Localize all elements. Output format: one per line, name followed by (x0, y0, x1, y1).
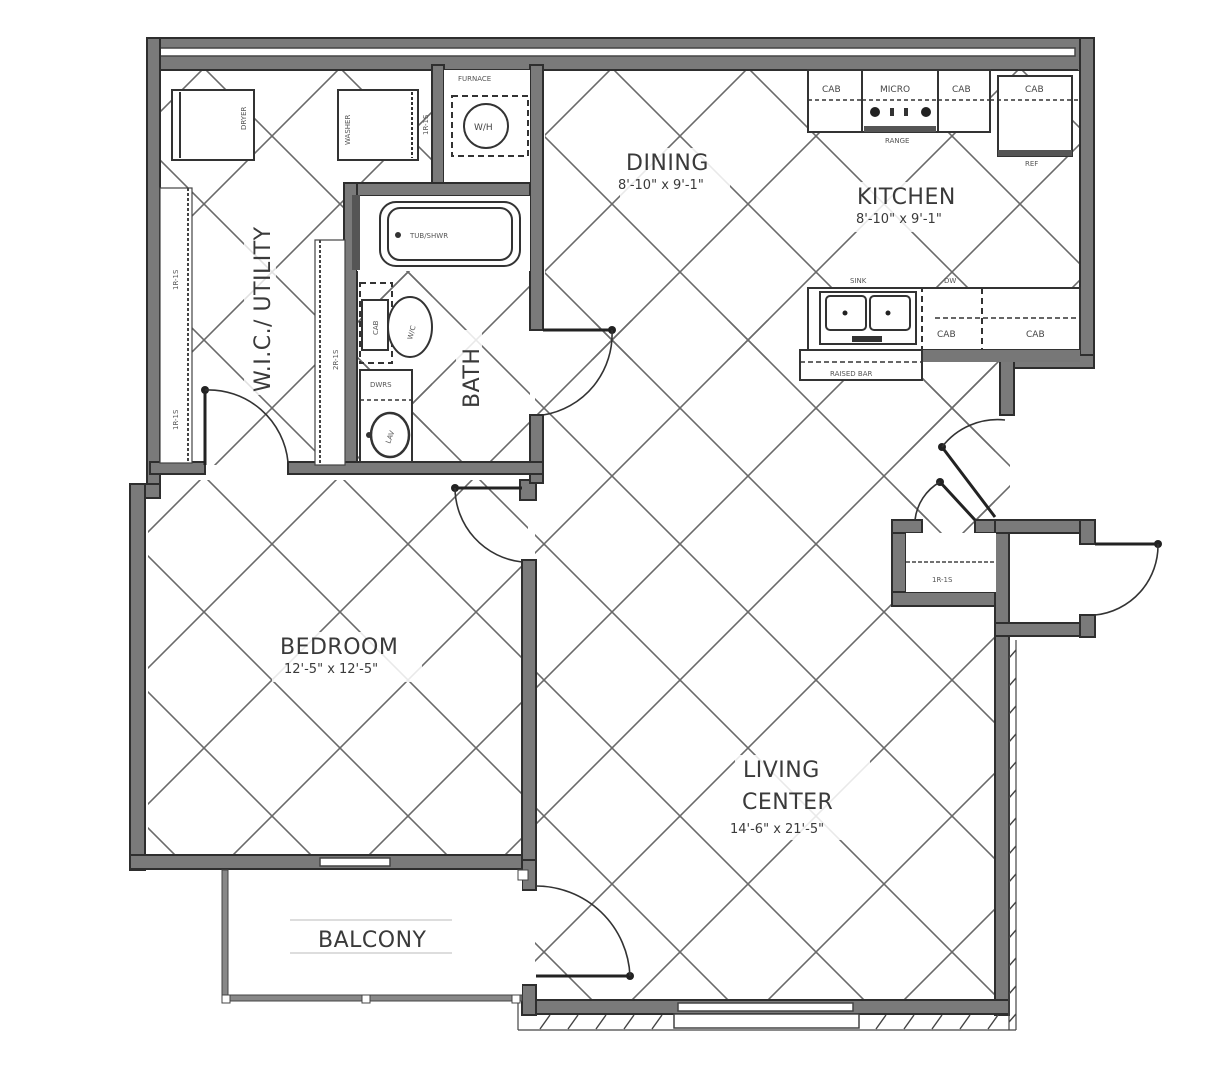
wic-fixtures: DRYER WASHER 1R-1S 1R-1S 1R-1S 2R-1S W.I… (159, 89, 430, 466)
raised-bar-label: RAISED BAR (830, 370, 873, 378)
water-heater-label: W/H (474, 123, 493, 133)
doors (201, 326, 1162, 980)
dw-label: DW (944, 277, 956, 285)
cab-label: CAB (937, 330, 956, 340)
cab-label: CAB (952, 85, 971, 95)
room-dim-bedroom: 12'-5" x 12'-5" (284, 662, 378, 677)
room-name-bath: BATH (460, 348, 485, 408)
cab-label: CAB (1025, 85, 1044, 95)
room-name-dining: DINING (626, 151, 709, 176)
room-name-living-1: LIVING (743, 758, 820, 783)
washer-label: WASHER (344, 115, 352, 145)
room-dim-dining: 8'-10" x 9'-1" (618, 178, 704, 193)
dryer-label: DRYER (240, 106, 248, 130)
range-label: RANGE (885, 137, 909, 145)
room-name-living-2: CENTER (742, 790, 833, 815)
shelf-label: 2R-1S (332, 349, 340, 370)
bath-fixtures: TUB/SHWR CAB W/C DWRS LAV BATH (352, 195, 530, 463)
hatch-ticks (539, 649, 1017, 1030)
shelf-label: 1R-1S (172, 269, 180, 290)
room-dim-kitchen: 8'-10" x 9'-1" (856, 212, 942, 227)
cab-label: CAB (1026, 330, 1045, 340)
wc-label: W/C (406, 325, 417, 341)
shelf-label: 1R-1S (932, 576, 953, 584)
furnace-closet: FURNACE W/H (444, 70, 530, 182)
room-name-bedroom: BEDROOM (280, 635, 398, 660)
exterior-walls (129, 37, 1095, 1029)
cab-label: CAB (822, 85, 841, 95)
furnace-label: FURNACE (458, 75, 491, 83)
micro-label: MICRO (880, 85, 910, 95)
room-labels: DINING 8'-10" x 9'-1" KITCHEN 8'-10" x 9… (272, 148, 972, 953)
drawers-label: DWRS (370, 381, 392, 389)
closet-shelf: 1R-1S (906, 533, 996, 592)
room-dim-living: 14'-6" x 21'-5" (730, 822, 824, 837)
tub-label: TUB/SHWR (409, 232, 448, 240)
shelf-label: 1R-1S (422, 114, 430, 135)
room-name-wic-utility: W.I.C./ UTILITY (251, 226, 276, 392)
balcony (221, 869, 529, 1004)
ref-label: REF (1025, 160, 1038, 168)
room-name-kitchen: KITCHEN (857, 185, 956, 210)
kitchen-fixtures: CAB MICRO RANGE CAB CAB REF SINK DW CAB … (799, 69, 1081, 381)
sink-label: SINK (850, 277, 867, 285)
shelf-label: 1R-1S (172, 409, 180, 430)
room-name-balcony: BALCONY (318, 928, 427, 953)
bath-cab-label: CAB (372, 320, 380, 335)
interior-walls (149, 64, 1096, 638)
